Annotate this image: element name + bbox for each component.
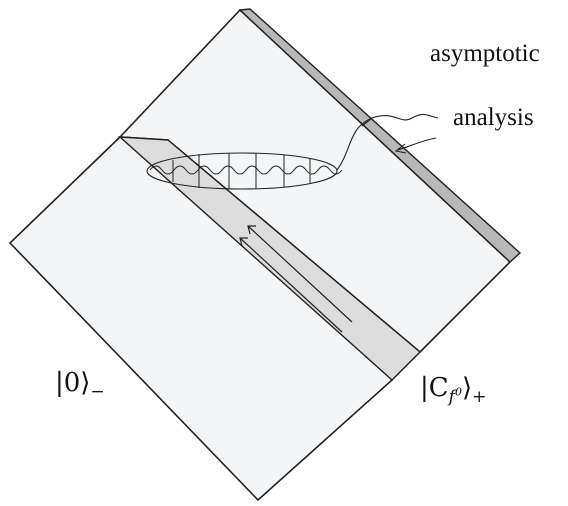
analysis-pointer-curve (336, 113, 439, 171)
analysis-label: analysis (453, 104, 534, 131)
coherent-plus-state: |Cf0⟩+ (420, 373, 486, 407)
flow-arrow-1-head (247, 225, 256, 235)
flow-arrow-2 (239, 237, 343, 333)
vacuum-minus-sub: − (90, 382, 105, 403)
coherent-plus-sup: 0 (454, 385, 462, 399)
coherent-plus-suffix: ⟩ (461, 373, 473, 403)
asymptotic-pointer-curve (397, 137, 437, 151)
shock-wave-strip (118, 136, 422, 381)
coherent-plus-sub: f (448, 387, 455, 408)
asymptotic-pointer-head (394, 143, 407, 154)
vacuum-minus-state: |0⟩− (55, 368, 105, 402)
coherent-plus-plus: + (472, 387, 487, 408)
soft-mode-wave (149, 165, 343, 175)
flow-arrow-1 (247, 225, 353, 323)
coherent-plus-prefix: |C (420, 373, 449, 403)
asymptotic-label: asymptotic (430, 40, 540, 67)
soft-mode-ellipse (146, 152, 338, 190)
vacuum-minus-ket: |0⟩ (55, 368, 91, 398)
asymptotic-edge-strip (238, 8, 522, 263)
flow-arrow-2-head (239, 237, 248, 247)
